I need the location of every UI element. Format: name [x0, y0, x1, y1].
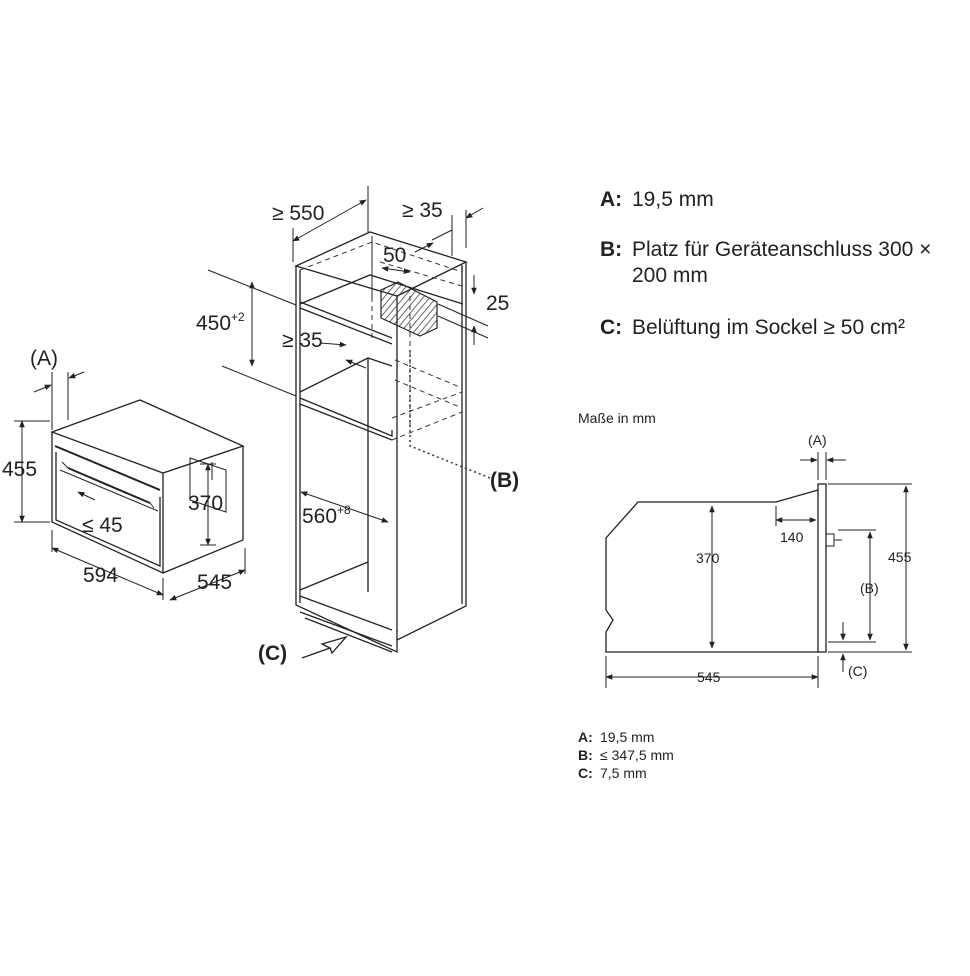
oven-depth-value: 370: [188, 492, 223, 515]
cabinet-back-gap-min: ≥ 35: [402, 199, 443, 222]
cabinet-shelf-gap-min: ≥ 35: [282, 329, 323, 352]
side-panel-depth: 140: [780, 529, 804, 545]
oven-label-a: (A): [30, 347, 58, 370]
note-b-text-1: Platz für Geräteanschluss 300 ×: [632, 238, 931, 261]
bottom-note-c-key: C:: [578, 765, 593, 781]
bottom-note-b-key: B:: [578, 747, 593, 763]
cabinet-niche-height: 450+2: [196, 310, 245, 335]
side-depth: 545: [697, 669, 721, 685]
oven-opening-value: ≤ 45: [82, 514, 123, 537]
bottom-note-b-text: ≤ 347,5 mm: [600, 747, 674, 763]
side-height-inner: 370: [696, 550, 720, 566]
note-c-text: Belüftung im Sockel ≥ 50 cm²: [632, 316, 905, 339]
oven-width-value: 594: [83, 564, 118, 587]
bottom-note-c-text: 7,5 mm: [600, 765, 647, 781]
note-b-key: B:: [600, 238, 622, 261]
note-a-key: A:: [600, 188, 622, 211]
side-label-c: (C): [848, 663, 867, 679]
bottom-note-a-key: A:: [578, 729, 593, 745]
side-label-b: (B): [860, 580, 879, 596]
notes-block: A: 19,5 mm B: Platz für Geräteanschluss …: [600, 188, 931, 339]
oven-height-value: 455: [2, 458, 37, 481]
side-height-total: 455: [888, 549, 912, 565]
oven-depth-total-value: 545: [197, 571, 232, 594]
note-b-text-2: 200 mm: [632, 264, 708, 287]
cabinet-niche-width: 560+8: [302, 503, 351, 528]
cabinet-3d-drawing: ≥ 550 ≥ 35 50 25 450+2 ≥ 35 560+8 (B) (C…: [196, 186, 519, 665]
bottom-notes: A: 19,5 mm B: ≤ 347,5 mm C: 7,5 mm: [578, 729, 674, 781]
oven-3d-drawing: (A) 455 370 ≤ 45 594 545: [2, 347, 246, 601]
note-a-text: 19,5 mm: [632, 188, 714, 211]
side-label-a: (A): [808, 432, 827, 448]
cabinet-label-b: (B): [490, 469, 519, 492]
cabinet-depth-min: ≥ 550: [272, 202, 324, 225]
cabinet-vent-width: 50: [383, 244, 406, 267]
side-view-drawing: (A) 140 370 455 (B) (C) 545: [605, 432, 912, 688]
bottom-note-a-text: 19,5 mm: [600, 729, 654, 745]
units-note: Maße in mm: [578, 410, 656, 426]
note-c-key: C:: [600, 316, 622, 339]
cabinet-label-c: (C): [258, 642, 287, 665]
cabinet-vent-height: 25: [486, 292, 509, 315]
